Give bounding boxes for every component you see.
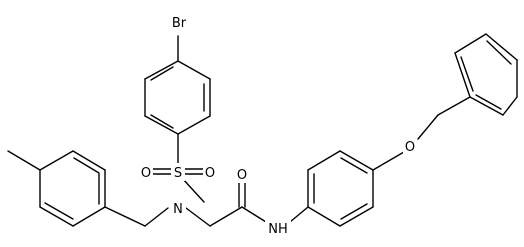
bond [502, 96, 518, 116]
bond-s-n [181, 177, 205, 203]
bond [177, 60, 211, 80]
bond [454, 52, 471, 98]
bond [339, 206, 374, 227]
bond [454, 33, 487, 54]
bond-n-ch2-chain [185, 207, 211, 227]
phenyl-ring [454, 33, 518, 116]
bond-inner [475, 94, 502, 110]
phenylene-ring [307, 150, 374, 227]
bond-inner [150, 66, 174, 81]
bond [144, 115, 179, 135]
bond [485, 33, 518, 61]
bond [469, 96, 504, 116]
bond [339, 150, 374, 171]
bond-n-ch2 [144, 207, 169, 227]
bond-nh-ring [289, 206, 309, 223]
atom-n-label: N [173, 202, 183, 217]
bond-inner [340, 157, 368, 174]
atom-o-right: O [203, 163, 217, 181]
bond-c-nh [241, 206, 267, 223]
bond [39, 206, 74, 227]
bromophenyl-ring [144, 60, 211, 135]
bond-inner [340, 203, 368, 220]
bond-inner [460, 56, 474, 92]
atom-o-ether: O [403, 137, 417, 155]
bond-inner [150, 114, 174, 129]
atom-br-label: Br [172, 16, 187, 31]
bond [72, 150, 106, 171]
bond [72, 206, 106, 227]
bond [177, 115, 211, 135]
atom-o-ether-label: O [405, 140, 415, 155]
bond-methyl [7, 150, 41, 171]
bond-inner [44, 202, 74, 220]
atom-o-carbonyl: O [235, 165, 249, 183]
atom-s-label: S [174, 166, 182, 181]
atom-n-sulfonamide: N [170, 199, 186, 217]
atom-s: S [171, 163, 185, 181]
atom-o-right-label: O [205, 166, 215, 181]
bond-ch2-phenyl [437, 96, 471, 116]
bond [307, 150, 341, 171]
bond [144, 60, 179, 80]
bond-o-ch2 [417, 114, 439, 140]
atom-o-left: O [139, 163, 153, 181]
bond [39, 150, 74, 171]
methylphenyl-ring [39, 150, 106, 227]
bond-inner [486, 40, 512, 65]
bond-ring-o [372, 151, 405, 171]
bond [307, 206, 341, 227]
bond-ch2-c [209, 206, 243, 227]
bond-ch2-ring [104, 206, 146, 227]
atom-o-left-label: O [141, 166, 151, 181]
atom-nh: NH [265, 219, 291, 237]
bond-inner [73, 157, 100, 174]
atom-nh-label: NH [268, 222, 288, 237]
atom-o-carbonyl-label: O [237, 168, 247, 183]
atom-br: Br [167, 13, 191, 31]
